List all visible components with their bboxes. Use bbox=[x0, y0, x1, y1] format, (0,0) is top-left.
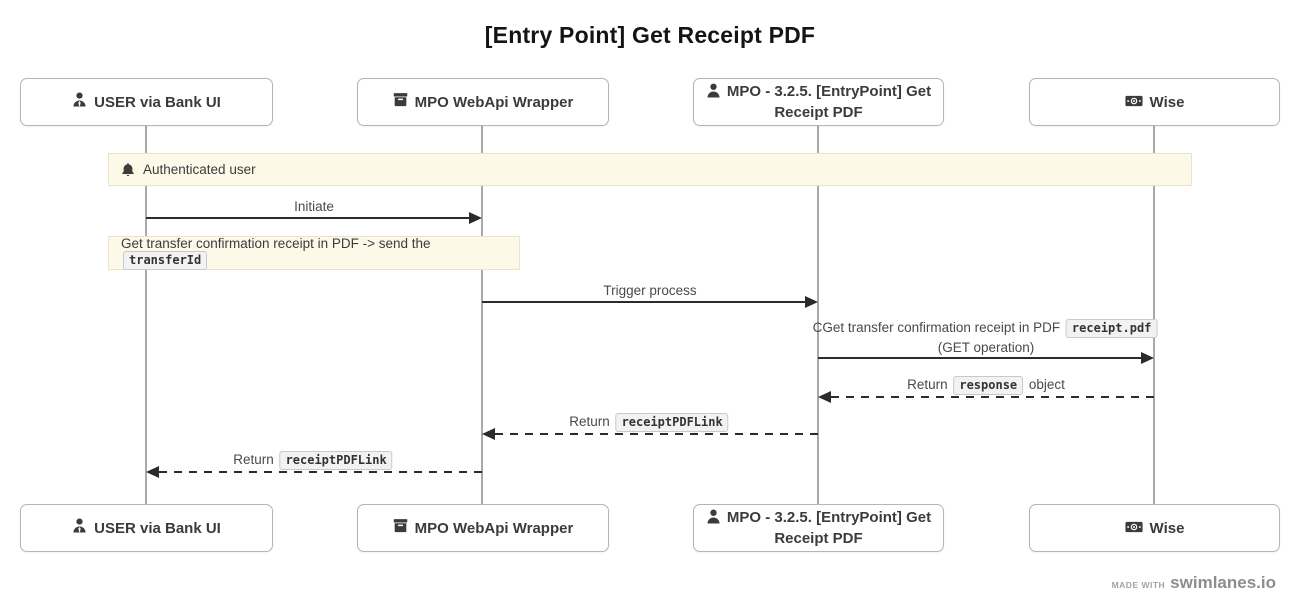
arrowhead-right-icon bbox=[805, 296, 818, 308]
actor-label: MPO WebApi Wrapper bbox=[414, 93, 574, 111]
message-line-return-response bbox=[831, 396, 1154, 398]
message-label-get-receipt: CGet transfer confirmation receipt in PD… bbox=[813, 318, 1160, 357]
message-label-initiate: Initiate bbox=[294, 199, 334, 214]
box-archive-icon bbox=[393, 92, 408, 112]
diagram-title: [Entry Point] Get Receipt PDF bbox=[484, 22, 816, 48]
actor-label: MPO - 3.2.5. [EntryPoint] Get Receipt PD… bbox=[726, 509, 932, 547]
actor-label: Wise bbox=[1149, 519, 1185, 537]
code-chip-receiptpdflink: receiptPDFLink bbox=[279, 451, 393, 470]
banner-authenticated-user: Authenticated user bbox=[108, 153, 1192, 186]
actor-mpo-bottom: MPO - 3.2.5. [EntryPoint] Get Receipt PD… bbox=[693, 504, 944, 552]
arrowhead-right-icon bbox=[1141, 352, 1154, 364]
message-line-return-receiptpdflink-1 bbox=[495, 433, 818, 435]
message-line-initiate bbox=[146, 217, 470, 219]
message-label-trigger-process: Trigger process bbox=[603, 283, 697, 298]
lifeline-user bbox=[145, 124, 147, 504]
code-chip-transferid: transferId bbox=[123, 251, 208, 270]
actor-user-top: USER via Bank UI bbox=[20, 78, 273, 126]
swimlanes-brand-link[interactable]: swimlanes.io bbox=[1170, 573, 1276, 592]
arrowhead-left-icon bbox=[818, 391, 831, 403]
arrowhead-right-icon bbox=[469, 212, 482, 224]
made-with-label: MADE WITH bbox=[1111, 580, 1166, 590]
user-icon bbox=[706, 509, 721, 528]
lifeline-webapi-wrapper bbox=[481, 124, 483, 504]
actor-label: USER via Bank UI bbox=[94, 93, 221, 111]
message-line-get-receipt bbox=[818, 357, 1142, 359]
message-label-return-response: Return response object bbox=[907, 375, 1065, 395]
money-bill-icon bbox=[1124, 93, 1143, 112]
money-bill-icon bbox=[1124, 519, 1143, 538]
bell-icon bbox=[121, 162, 135, 177]
code-chip-receiptpdflink: receiptPDFLink bbox=[615, 413, 729, 432]
user-tie-icon bbox=[72, 92, 87, 112]
lifeline-mpo bbox=[817, 124, 819, 504]
actor-mpo-top: MPO - 3.2.5. [EntryPoint] Get Receipt PD… bbox=[693, 78, 944, 126]
user-tie-icon bbox=[72, 518, 87, 538]
actor-wise-bottom: Wise bbox=[1029, 504, 1280, 552]
actor-label: USER via Bank UI bbox=[94, 519, 221, 537]
user-icon bbox=[706, 83, 721, 102]
message-line-trigger-process bbox=[482, 301, 806, 303]
footer: MADE WITH swimlanes.io bbox=[1112, 573, 1276, 593]
arrowhead-left-icon bbox=[146, 466, 159, 478]
arrowhead-left-icon bbox=[482, 428, 495, 440]
actor-wrapper-bottom: MPO WebApi Wrapper bbox=[357, 504, 609, 552]
box-archive-icon bbox=[393, 518, 408, 538]
banner-text: Authenticated user bbox=[143, 162, 256, 177]
actor-wrapper-top: MPO WebApi Wrapper bbox=[357, 78, 609, 126]
message-label-return-receiptpdflink-2: Return receiptPDFLink bbox=[233, 450, 394, 470]
note-transferid: Get transfer confirmation receipt in PDF… bbox=[108, 236, 520, 270]
lifeline-wise bbox=[1153, 124, 1155, 504]
code-chip-receipt-pdf: receipt.pdf bbox=[1065, 319, 1158, 338]
actor-label: MPO - 3.2.5. [EntryPoint] Get Receipt PD… bbox=[726, 83, 932, 121]
message-label-return-receiptpdflink-1: Return receiptPDFLink bbox=[569, 412, 730, 432]
code-chip-response: response bbox=[953, 376, 1024, 395]
message-line-return-receiptpdflink-2 bbox=[159, 471, 482, 473]
actor-label: MPO WebApi Wrapper bbox=[414, 519, 574, 537]
actor-label: Wise bbox=[1149, 93, 1185, 111]
actor-user-bottom: USER via Bank UI bbox=[20, 504, 273, 552]
note-text: Get transfer confirmation receipt in PDF… bbox=[121, 236, 507, 270]
actor-wise-top: Wise bbox=[1029, 78, 1280, 126]
